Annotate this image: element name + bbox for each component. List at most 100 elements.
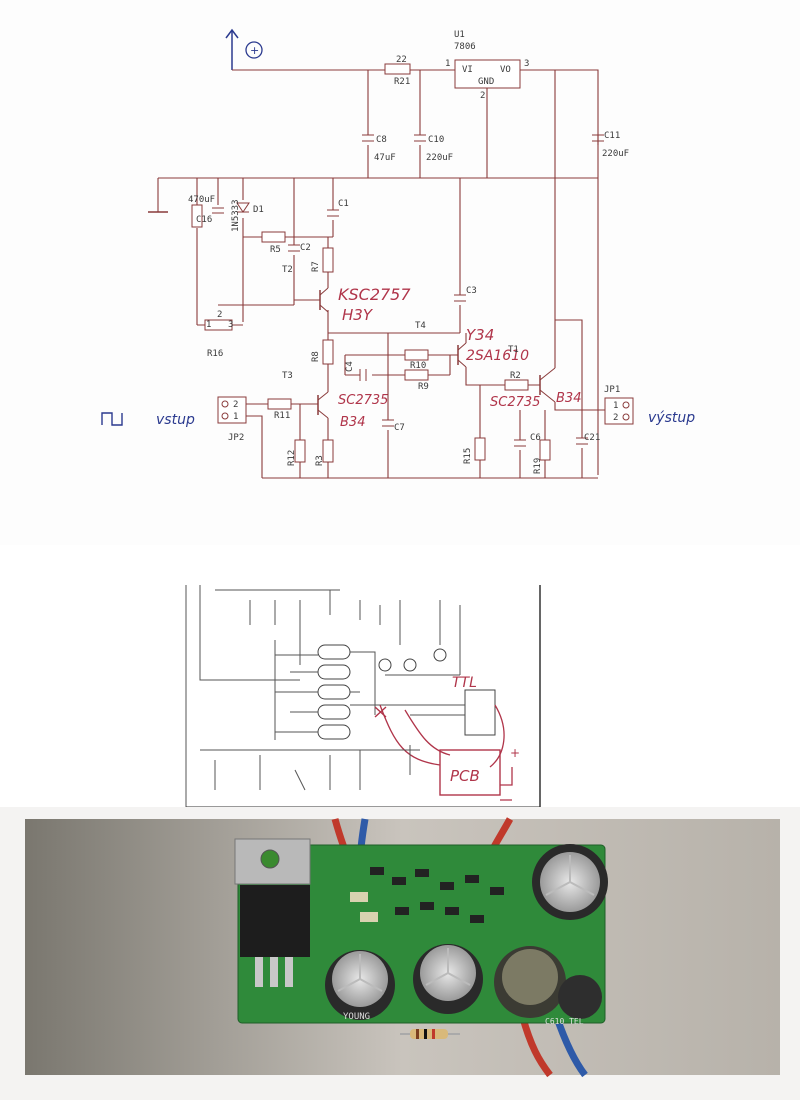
r9-ref: R9 [418, 382, 429, 392]
schematic-drawing: + 22 R21 U1 7806 VI VO GND 1 3 2 C8 47uF… [101, 28, 695, 479]
t1-mark-handwritten: Y34 [466, 326, 494, 344]
u1-vo: VO [500, 65, 511, 75]
r5-ref: R5 [270, 245, 281, 255]
c2-ref: C2 [300, 243, 311, 253]
resistor-r2 [504, 379, 529, 391]
u1-vi: VI [462, 65, 473, 75]
c3-ref: C3 [466, 286, 477, 296]
mounting-hole [260, 849, 280, 869]
c16-ref: C16 [196, 215, 212, 225]
jp1-ref: JP1 [604, 385, 620, 395]
regulator-body [240, 885, 310, 957]
electrolytic-capacitor-3 [494, 946, 602, 1019]
c10-value: 220uF [426, 153, 453, 163]
nand-gate-stack [317, 644, 351, 740]
u1-gnd: GND [478, 77, 494, 87]
c8-ref: C8 [376, 135, 387, 145]
input-label-handwritten: vstup [156, 412, 195, 428]
t1-ref: T1 [508, 345, 519, 355]
pcb-photo: YOUNG C610 TEL [25, 817, 780, 1078]
amplifier-schematic: + 22 R21 U1 7806 VI VO GND 1 3 2 C8 47uF… [0, 0, 800, 545]
t3-ref: T3 [282, 371, 293, 381]
svg-text:2: 2 [233, 400, 238, 410]
r21-value: 22 [396, 55, 407, 65]
svg-text:1: 1 [613, 401, 618, 411]
c6-ref: C6 [530, 433, 541, 443]
resistor-r12 [294, 439, 306, 463]
r21-ref: R21 [394, 77, 410, 87]
plus-label-handwritten: + [510, 746, 520, 760]
pcb-label-handwritten: PCB [450, 767, 480, 785]
resistor-r10 [404, 349, 429, 361]
electrolytic-capacitor-2 [413, 944, 483, 1014]
svg-text:1: 1 [233, 412, 238, 422]
r2-ref: R2 [510, 371, 521, 381]
transistor-t3 [317, 391, 329, 419]
output-label-handwritten: výstup [648, 410, 695, 426]
c11-value: 220uF [602, 149, 629, 159]
cap-print: YOUNG [343, 1012, 370, 1022]
board-silkscreen: C610 TEL [545, 1017, 584, 1026]
potentiometer-r16 [204, 319, 233, 331]
pcb-photo-area: YOUNG C610 TEL [0, 807, 800, 1100]
ttl-connector [464, 689, 496, 736]
resistor-r15 [474, 437, 486, 461]
r3-ref: R3 [315, 455, 325, 466]
r12-ref: R12 [287, 450, 297, 466]
c10-ref: C10 [428, 135, 444, 145]
transistor-output-sc2735 [539, 367, 556, 403]
transistor-2sa1610 [450, 342, 467, 368]
c8-value: 47uF [374, 153, 396, 163]
c1-ref: C1 [338, 199, 349, 209]
regulator-7806: U1 7806 VI VO GND 1 3 2 [445, 30, 529, 101]
transistor-t2 [294, 287, 329, 313]
svg-text:3: 3 [524, 59, 529, 69]
smd-components [350, 867, 504, 923]
electrolytic-capacitor-1: YOUNG [325, 950, 395, 1022]
connector-jp1: 1 2 [604, 397, 634, 425]
zener-diode-d1 [236, 202, 250, 213]
d1-ref: D1 [253, 205, 264, 215]
plus-symbol: + [250, 44, 259, 57]
r7-ref: R7 [311, 261, 321, 272]
resistor-r21 [384, 63, 411, 75]
svg-text:3: 3 [228, 320, 233, 330]
supply-plus-arrow: + [225, 28, 263, 70]
logic-schematic-scan: TTL PCB + [0, 545, 800, 808]
u1-ref: U1 [454, 30, 465, 40]
d1-part: 1N5333 [231, 199, 241, 232]
u1-part: 7806 [454, 42, 476, 52]
resistor-r3 [322, 439, 334, 463]
r11-ref: R11 [274, 411, 290, 421]
resistor-r6 [191, 204, 203, 228]
electrolytic-capacitor-top-right [532, 844, 608, 920]
t-out-part-handwritten: SC2735 [490, 395, 540, 410]
r10-ref: R10 [410, 361, 426, 371]
pcb-box [439, 749, 501, 796]
resistor-r9 [404, 369, 429, 381]
c21-ref: C21 [584, 433, 600, 443]
jp2-ref: JP2 [228, 433, 244, 443]
resistor-r8 [322, 339, 334, 365]
svg-text:1: 1 [445, 59, 450, 69]
c11-ref: C11 [604, 131, 620, 141]
t1-part-handwritten: 2SA1610 [466, 348, 529, 364]
t2-mark-handwritten: H3Y [342, 306, 374, 324]
c16-value: 470uF [188, 195, 215, 205]
r15-ref: R15 [463, 448, 473, 464]
transistor-cluster [378, 600, 461, 676]
t4-ref: T4 [415, 321, 426, 331]
t2-ref: T2 [282, 265, 293, 275]
through-hole-resistor [400, 1029, 460, 1039]
c7-ref: C7 [394, 423, 405, 433]
svg-text:2: 2 [217, 310, 222, 320]
resistor-r5 [261, 231, 286, 243]
r19-ref: R19 [533, 458, 543, 474]
svg-text:2: 2 [613, 413, 618, 423]
t-out-mark-handwritten: B34 [556, 391, 581, 406]
r8-ref: R8 [311, 351, 321, 362]
r16-ref: R16 [207, 349, 223, 359]
logic-schematic-drawing: TTL PCB + [185, 585, 541, 808]
input-square-wave-symbol [101, 412, 123, 426]
connector-jp2: 2 1 [217, 396, 247, 424]
